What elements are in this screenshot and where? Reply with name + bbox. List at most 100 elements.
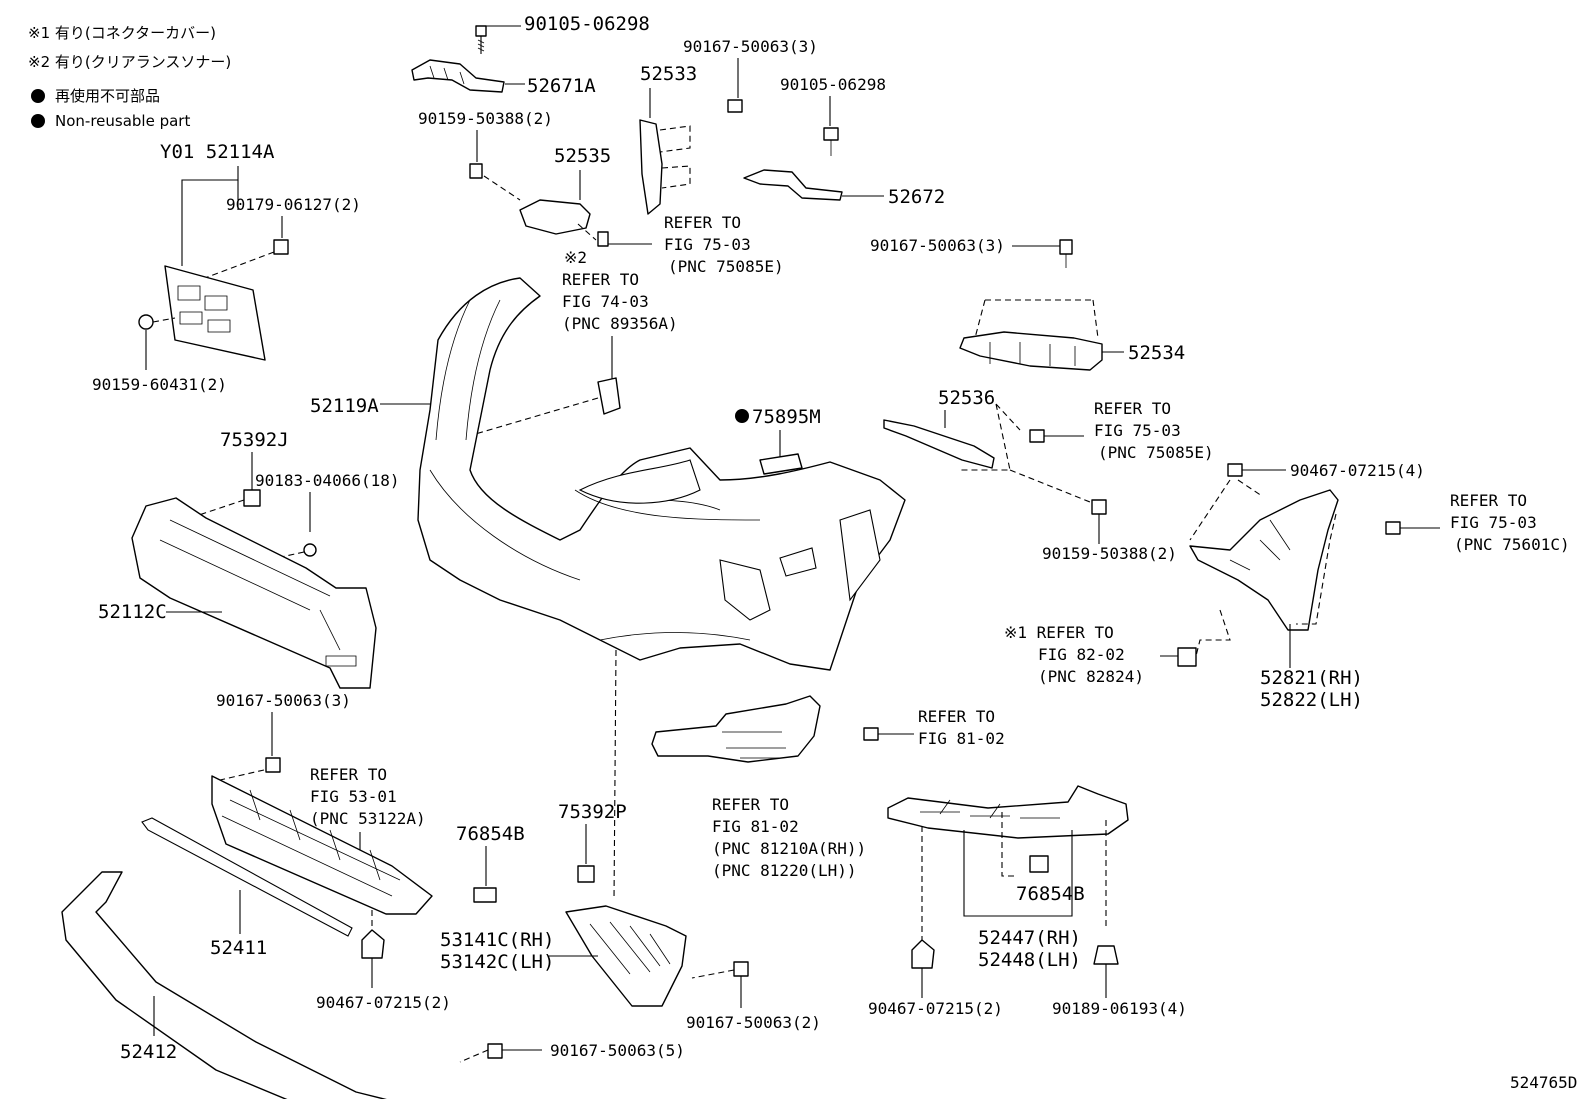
license-plate-bracket-52114A[interactable]: [164, 265, 266, 361]
note-2-mark: ※2: [564, 248, 587, 267]
callout-90179-06127: 90179-06127(2): [226, 195, 361, 214]
callout-90167-50063-d: 90167-50063(2): [686, 1013, 821, 1032]
bolt-90167-50063-e[interactable]: [487, 1043, 503, 1059]
legend-note-2: ※2 有り(クリアランスソナー): [28, 53, 231, 71]
note-1-ref-line1: ※1 REFER TO: [1004, 623, 1114, 642]
callout-52411: 52411: [210, 937, 267, 959]
bumper-cover-52119A[interactable]: [417, 277, 906, 671]
ref-53-01-line1: REFER TO: [310, 765, 387, 784]
molding-52411[interactable]: [141, 817, 353, 937]
ref-75-03-a-line1: REFER TO: [664, 213, 741, 232]
bolt-90167-50063-d[interactable]: [733, 961, 749, 977]
callout-90189-06193: 90189-06193(4): [1052, 999, 1187, 1018]
ref-82-02-line2: FIG 82-02: [1038, 645, 1125, 664]
callout-90167-50063-b: 90167-50063(3): [870, 236, 1005, 255]
ref-53-01-line2: FIG 53-01: [310, 787, 397, 806]
callout-75392J: 75392J: [220, 429, 289, 451]
ref-81-02-b-line2: FIG 81-02: [712, 817, 799, 836]
callout-52447: 52447(RH): [978, 927, 1081, 949]
sensor-holder[interactable]: [597, 377, 621, 415]
non-reusable-dot-icon: [735, 409, 749, 423]
ref-82-02-line3: (PNC 82824): [1038, 667, 1144, 686]
bolt-81-02[interactable]: [863, 727, 879, 741]
callout-52671A: 52671A: [527, 75, 596, 97]
bracket-52534[interactable]: [959, 331, 1103, 371]
ref-81-02-a-line2: FIG 81-02: [918, 729, 1005, 748]
ref-75-03-b-line3: (PNC 75085E): [1098, 443, 1214, 462]
clip-90467-07215-a[interactable]: [361, 929, 385, 959]
callout-76854B-left: 76854B: [456, 823, 525, 845]
callout-52536: 52536: [938, 387, 995, 409]
lower-grille-53122A[interactable]: [211, 775, 433, 915]
clip-76854B-right[interactable]: [1029, 855, 1049, 873]
bracket-52533[interactable]: [639, 119, 663, 215]
ref-81-02-b-line1: REFER TO: [712, 795, 789, 814]
callout-52412: 52412: [120, 1041, 177, 1063]
callout-53141C: 53141C(RH): [440, 929, 554, 951]
legend-note-1: ※1 有り(コネクターカバー): [28, 24, 216, 42]
bracket-52535[interactable]: [519, 199, 591, 235]
bracket-52536[interactable]: [883, 419, 995, 469]
clip-76854B-left[interactable]: [473, 887, 497, 903]
bolt-90167-50063-a[interactable]: [727, 99, 743, 113]
clip-75392P[interactable]: [577, 865, 595, 883]
ref-74-03-line2: FIG 74-03: [562, 292, 649, 311]
callout-53142C: 53142C(LH): [440, 951, 554, 973]
bolt-90159-50388-r[interactable]: [1091, 499, 1107, 515]
callout-90167-50063-a: 90167-50063(3): [683, 37, 818, 56]
callout-90467-07215-r: 90467-07215(4): [1290, 461, 1425, 480]
callout-90159-50388-top: 90159-50388(2): [418, 109, 553, 128]
callout-90467-07215-a: 90467-07215(2): [316, 993, 451, 1012]
clip-75601C[interactable]: [1385, 521, 1401, 535]
legend: ※1 有り(コネクターカバー) ※2 有り(クリアランスソナー) 再使用不可部品…: [28, 24, 231, 130]
clip-90183-04066[interactable]: [303, 543, 317, 557]
callout-90167-50063-e: 90167-50063(5): [550, 1041, 685, 1060]
clip-75392J[interactable]: [243, 489, 261, 507]
callout-52112C: 52112C: [98, 601, 167, 623]
callout-90467-07215-b: 90467-07215(2): [868, 999, 1003, 1018]
connector-cover-82824[interactable]: [1177, 647, 1197, 667]
legend-nonreusable-jp: 再使用不可部品: [55, 87, 160, 105]
ref-75-03-c-line3: (PNC 75601C): [1454, 535, 1570, 554]
callout-52535: 52535: [554, 145, 611, 167]
callout-52448: 52448(LH): [978, 949, 1081, 971]
clip-90159-50388[interactable]: [469, 163, 483, 179]
lower-spoiler-52412[interactable]: [61, 871, 436, 1099]
callout-76854B-right: 76854B: [1016, 883, 1085, 905]
clip-90467-07215-b[interactable]: [911, 939, 935, 969]
bolt-90167-50063-c[interactable]: [265, 757, 281, 773]
callout-90159-50388-r: 90159-50388(2): [1042, 544, 1177, 563]
clip-90467-07215-r[interactable]: [1227, 463, 1243, 477]
ref-81-02-b-line3: (PNC 81210A(RH)): [712, 839, 866, 858]
callout-52821: 52821(RH): [1260, 667, 1363, 689]
bolt-90105-06298-r[interactable]: [823, 127, 839, 141]
bracket-52821[interactable]: [1189, 489, 1339, 631]
bolt-90159-60431[interactable]: [138, 314, 154, 330]
callout-90105-06298-r: 90105-06298: [780, 75, 886, 94]
callout-Y01-52114A: Y01 52114A: [160, 141, 275, 163]
bolt-52536-ref[interactable]: [1029, 429, 1045, 443]
absorber-52112C[interactable]: [131, 497, 377, 689]
bracket-52672[interactable]: [743, 169, 843, 201]
ref-75-03-b-line2: FIG 75-03: [1094, 421, 1181, 440]
bolt-52535[interactable]: [597, 231, 609, 247]
callout-52672: 52672: [888, 186, 945, 208]
ref-75-03-c-line1: REFER TO: [1450, 491, 1527, 510]
diagram-id: 524765D: [1510, 1073, 1577, 1092]
extension-52447[interactable]: [887, 785, 1129, 839]
callout-52822: 52822(LH): [1260, 689, 1363, 711]
clip-90189-06193[interactable]: [1093, 945, 1119, 965]
ref-81-02-b-line4: (PNC 81220(LH)): [712, 861, 857, 880]
part-52671A[interactable]: [411, 25, 525, 93]
callout-75392P: 75392P: [558, 801, 627, 823]
fog-lamp-housing[interactable]: [651, 695, 821, 763]
nut-90179-06127[interactable]: [273, 239, 289, 255]
ref-74-03-line3: (PNC 89356A): [562, 314, 678, 333]
ref-53-01-line3: (PNC 53122A): [310, 809, 426, 828]
callout-90105-06298-top: 90105-06298: [524, 13, 650, 35]
label-75895M[interactable]: [759, 453, 803, 475]
ref-81-02-a-line1: REFER TO: [918, 707, 995, 726]
bolt-90167-50063-b[interactable]: [1059, 239, 1073, 255]
callout-52534: 52534: [1128, 342, 1185, 364]
